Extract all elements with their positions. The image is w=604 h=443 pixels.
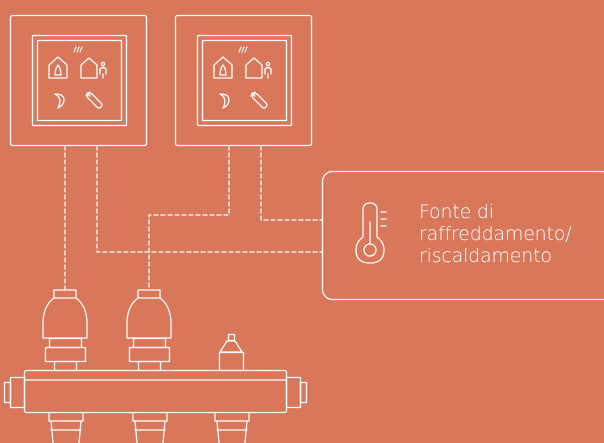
outlet-3 (214, 412, 250, 443)
source-label: Fonte di raffreddamento/ riscaldamento (419, 201, 599, 267)
source-box (321, 170, 604, 301)
home-comfort-icon (48, 56, 68, 79)
actuator-2-stem (137, 360, 162, 372)
source-label-line-3: riscaldamento (419, 245, 552, 267)
thermostat-2 (174, 14, 313, 147)
settings-wrench-icon (250, 91, 268, 109)
actuator-2-nut (128, 346, 171, 363)
wire-thermostat1-source (96, 145, 323, 253)
night-moon-icon (219, 93, 230, 109)
manifold (3, 369, 308, 414)
actuator-2-head (126, 289, 172, 339)
heat-wave-icon (73, 46, 83, 53)
settings-wrench-icon (85, 91, 103, 109)
actuator-2 (126, 289, 172, 372)
actuator-1-head (42, 289, 88, 339)
thermostat-1-screen (36, 39, 123, 122)
connection-lines (64, 145, 323, 291)
actuator-1-collar (48, 337, 83, 349)
manifold-body (23, 369, 288, 414)
actuator-1-nut (44, 346, 87, 363)
night-moon-icon (54, 93, 65, 109)
away-icon (80, 57, 107, 79)
air-vent (218, 333, 245, 372)
actuator-2-collar (132, 337, 167, 349)
wire-thermostat2-actuator2 (148, 145, 230, 291)
thermostat-2-bezel (196, 34, 293, 127)
thermostat-1 (9, 14, 148, 147)
wire-thermostat2-source (260, 145, 323, 221)
source-label-line-2: raffreddamento/ (419, 223, 572, 245)
home-comfort-icon (213, 56, 233, 79)
outlet-2 (132, 412, 168, 443)
thermostat-1-frame (9, 14, 148, 147)
actuator-1-stem (53, 360, 78, 372)
source-label-line-1: Fonte di (419, 201, 494, 223)
away-icon (245, 57, 272, 79)
source-box-frame (321, 170, 604, 301)
heat-wave-icon (238, 46, 248, 53)
manifold-end-left (9, 376, 26, 409)
thermostat-2-screen (201, 39, 288, 122)
actuator-1 (42, 289, 88, 372)
manifold-end-right (285, 376, 302, 409)
thermometer-icon (355, 202, 387, 264)
thermostat-2-frame (174, 14, 313, 147)
outlet-1 (48, 412, 84, 443)
thermostat-1-bezel (31, 34, 128, 127)
